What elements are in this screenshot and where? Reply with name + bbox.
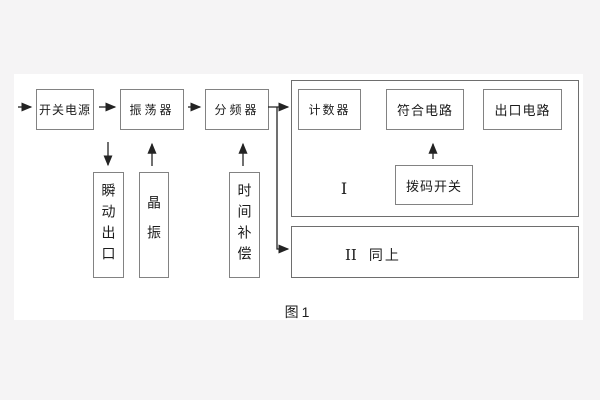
block-oscillator-label: 振荡器 bbox=[129, 103, 175, 117]
block-oscillator: 振荡器 bbox=[120, 89, 184, 130]
block-frequency-divider-label: 分频器 bbox=[214, 103, 260, 117]
group-box-2 bbox=[291, 226, 579, 278]
block-dip-switch-label: 拨码开关 bbox=[405, 178, 462, 194]
block-time-compensation-label: 时间补偿 bbox=[236, 183, 253, 267]
block-outlet-circuit-label: 出口电路 bbox=[494, 103, 551, 118]
block-time-compensation: 时间补偿 bbox=[229, 172, 260, 278]
block-instant-outlet-label: 瞬动出口 bbox=[100, 183, 117, 267]
group-2-numeral: II bbox=[345, 246, 357, 264]
block-crystal-oscillator: 晶振 bbox=[139, 172, 169, 278]
block-outlet-circuit: 出口电路 bbox=[483, 89, 562, 130]
block-counter-label: 计数器 bbox=[308, 103, 351, 117]
group-2-text: 同上 bbox=[368, 247, 401, 263]
block-instant-outlet: 瞬动出口 bbox=[93, 172, 124, 278]
block-counter: 计数器 bbox=[298, 89, 361, 130]
block-switch-power-label: 开关电源 bbox=[38, 103, 91, 117]
block-switch-power: 开关电源 bbox=[36, 89, 94, 130]
figure-caption: 图1 bbox=[284, 304, 313, 320]
block-dip-switch: 拨码开关 bbox=[395, 165, 473, 205]
block-crystal-oscillator-label: 晶振 bbox=[146, 195, 162, 255]
group-2-label: II 同上 bbox=[345, 245, 401, 265]
block-coincidence-circuit-label: 符合电路 bbox=[396, 103, 453, 118]
block-frequency-divider: 分频器 bbox=[205, 89, 269, 130]
block-coincidence-circuit: 符合电路 bbox=[386, 89, 464, 130]
group-1-numeral: I bbox=[340, 179, 348, 198]
